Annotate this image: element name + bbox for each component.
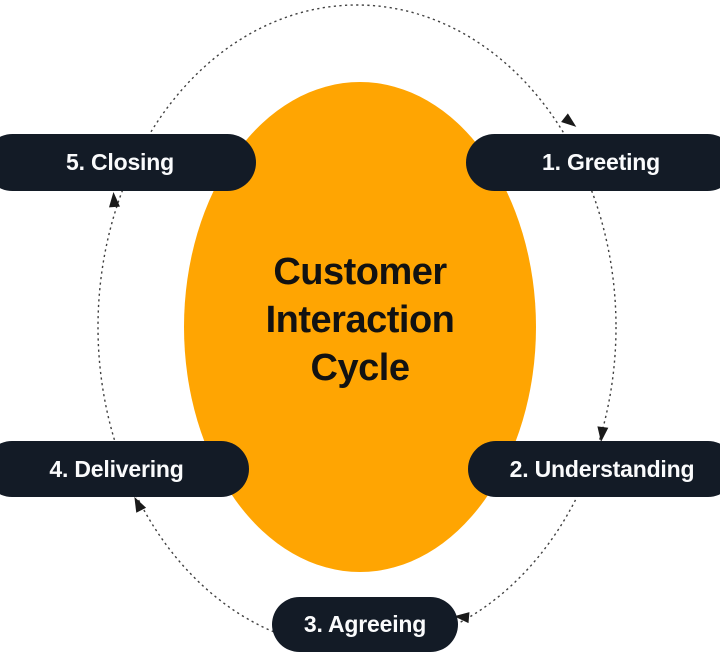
cycle-title-line-3: Cycle (310, 347, 410, 389)
stage-label-greeting: 1. Greeting (542, 149, 660, 175)
stage-pill-delivering: 4. Delivering (0, 441, 249, 497)
dashed-cycle-path (97, 4, 617, 650)
arrowhead-to-understanding (597, 426, 609, 442)
stage-pill-agreeing: 3. Agreeing (272, 597, 458, 652)
stage-pill-understanding: 2. Understanding (468, 441, 720, 497)
stage-label-delivering: 4. Delivering (49, 455, 184, 482)
stage-label-closing: 5. Closing (66, 149, 174, 175)
arrowhead-to-delivering (134, 496, 147, 513)
arrowhead-to-agreeing (454, 612, 470, 624)
arrowhead-to-greeting (561, 113, 577, 127)
cycle-title: Customer Interaction Cycle (266, 248, 455, 392)
stage-pill-greeting: 1. Greeting (466, 134, 720, 191)
stage-label-understanding: 2. Understanding (509, 455, 695, 482)
cycle-title-line-2: Interaction (265, 299, 455, 341)
stage-pill-closing: 5. Closing (0, 134, 256, 191)
cycle-title-line-1: Customer (273, 251, 447, 293)
stage-label-agreeing: 3. Agreeing (303, 611, 427, 637)
arrowhead-to-closing (109, 192, 120, 208)
